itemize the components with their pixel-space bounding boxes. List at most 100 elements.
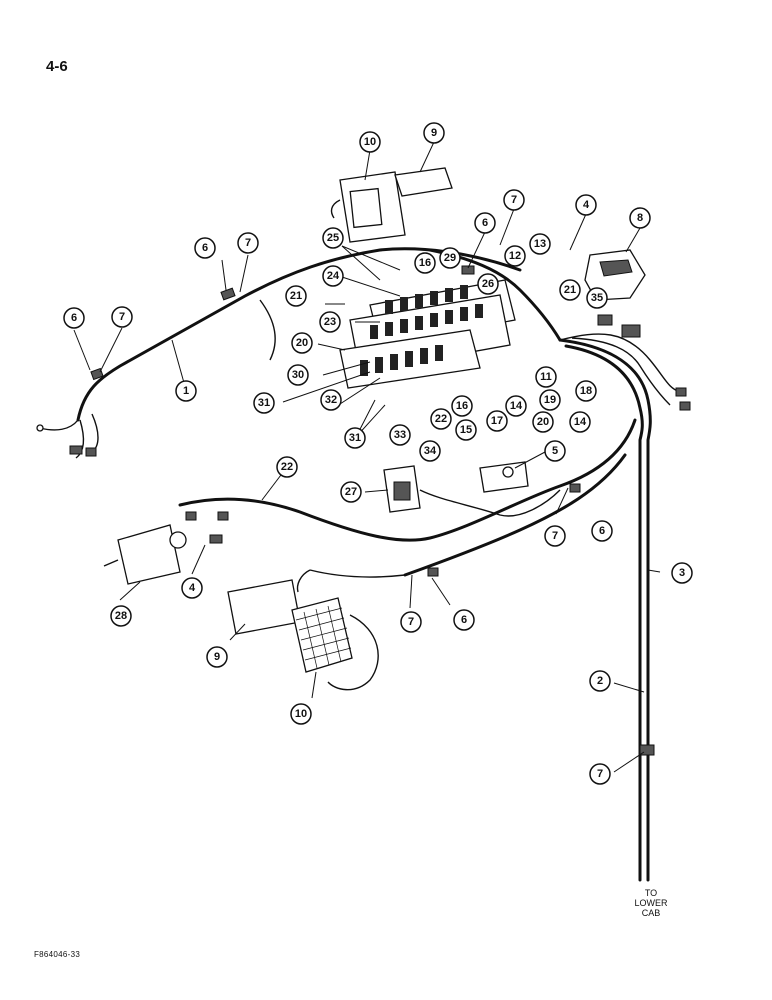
svg-text:10: 10 — [364, 136, 376, 148]
callout-7-mid: 7 — [544, 525, 566, 547]
callout-10-low: 10 — [290, 703, 312, 725]
svg-text:27: 27 — [345, 486, 357, 498]
callout-8: 8 — [629, 207, 651, 229]
harness-3 — [558, 338, 652, 882]
callout-23: 23 — [319, 311, 341, 333]
harness-22 — [178, 418, 637, 542]
lower-cab-line-2: LOWER — [634, 898, 668, 908]
callout-3: 3 — [671, 562, 693, 584]
callout-14-b: 14 — [569, 411, 591, 433]
svg-text:20: 20 — [296, 337, 308, 349]
svg-text:13: 13 — [534, 238, 546, 250]
callout-7-left: 7 — [237, 232, 259, 254]
svg-text:16: 16 — [419, 257, 431, 269]
callout-28: 28 — [110, 605, 132, 627]
harness-clips — [90, 265, 655, 756]
callout-4-top: 4 — [575, 194, 597, 216]
lower-cab-line-1: TO — [644, 888, 658, 898]
callout-26: 26 — [477, 273, 499, 295]
callout-31-a: 31 — [253, 392, 275, 414]
motor-8 — [584, 249, 646, 301]
callout-7-far: 7 — [111, 306, 133, 328]
callout-16-mid: 16 — [451, 395, 473, 417]
relay-bank — [339, 279, 516, 389]
harness-wires — [39, 247, 681, 882]
lamp-lens-top — [394, 167, 453, 197]
svg-text:19: 19 — [544, 394, 556, 406]
svg-text:7: 7 — [408, 616, 414, 628]
connector-4-low — [185, 511, 229, 544]
svg-text:32: 32 — [325, 394, 337, 406]
callout-25: 25 — [322, 227, 344, 249]
callout-7-top: 7 — [503, 189, 525, 211]
callout-5: 5 — [544, 440, 566, 462]
svg-text:21: 21 — [564, 284, 576, 296]
lamp-lens-low — [227, 579, 301, 635]
svg-text:4: 4 — [583, 199, 590, 211]
callout-6-mid: 6 — [591, 520, 613, 542]
callout-10-top: 10 — [359, 131, 381, 153]
svg-text:9: 9 — [431, 127, 437, 139]
switch-plate-27 — [383, 465, 421, 513]
callouts: 10 9 7 4 8 6 25 16 29 12 13 6 7 24 26 21… — [63, 122, 693, 785]
svg-text:2: 2 — [597, 675, 603, 687]
callout-16-top: 16 — [414, 252, 436, 274]
callout-6-low: 6 — [453, 609, 475, 631]
callout-1: 1 — [175, 380, 197, 402]
lower-cab-line-3: CAB — [641, 908, 661, 918]
harness-1 — [76, 247, 522, 422]
svg-text:20: 20 — [537, 416, 549, 428]
callout-31-b: 31 — [344, 427, 366, 449]
callout-7-bottom: 7 — [589, 763, 611, 785]
callout-18: 18 — [575, 380, 597, 402]
callout-6-far: 6 — [63, 307, 85, 329]
callout-34: 34 — [419, 440, 441, 462]
lower-cab-note: TO LOWER CAB — [626, 888, 676, 918]
svg-text:25: 25 — [327, 232, 339, 244]
work-light-top — [330, 171, 406, 243]
callout-9-top: 9 — [423, 122, 445, 144]
svg-text:22: 22 — [281, 461, 293, 473]
svg-text:16: 16 — [456, 400, 468, 412]
svg-text:18: 18 — [580, 385, 592, 397]
sensor-5 — [479, 461, 529, 493]
svg-text:30: 30 — [292, 369, 304, 381]
callout-22-low: 22 — [276, 456, 298, 478]
harness-2 — [564, 344, 644, 882]
callout-7-low: 7 — [400, 611, 422, 633]
callout-22-mid: 22 — [430, 408, 452, 430]
work-light-low — [291, 597, 353, 673]
page-number: 4-6 — [46, 58, 68, 75]
callout-20-left: 20 — [291, 332, 313, 354]
svg-text:4: 4 — [189, 582, 196, 594]
callout-27: 27 — [340, 481, 362, 503]
callout-29: 29 — [439, 247, 461, 269]
svg-text:6: 6 — [599, 525, 605, 537]
svg-text:23: 23 — [324, 316, 336, 328]
svg-text:6: 6 — [482, 217, 488, 229]
svg-text:7: 7 — [119, 311, 125, 323]
svg-text:3: 3 — [679, 567, 685, 579]
svg-text:22: 22 — [435, 413, 447, 425]
svg-text:5: 5 — [552, 445, 558, 457]
svg-text:17: 17 — [491, 415, 503, 427]
callout-20-right: 20 — [532, 411, 554, 433]
svg-text:11: 11 — [540, 371, 552, 383]
svg-text:31: 31 — [349, 432, 361, 444]
svg-text:9: 9 — [214, 651, 220, 663]
svg-text:12: 12 — [509, 250, 521, 262]
svg-text:6: 6 — [202, 242, 208, 254]
callout-17: 17 — [486, 410, 508, 432]
callout-4-low: 4 — [181, 577, 203, 599]
svg-text:6: 6 — [461, 614, 467, 626]
svg-text:8: 8 — [637, 212, 643, 224]
control-unit-28 — [103, 524, 187, 585]
svg-text:35: 35 — [591, 292, 603, 304]
callout-32: 32 — [320, 389, 342, 411]
callout-13: 13 — [529, 233, 551, 255]
callout-12: 12 — [504, 245, 526, 267]
figure-code: F864046-33 — [34, 950, 81, 959]
svg-text:14: 14 — [510, 400, 523, 412]
callout-21-right: 21 — [559, 279, 581, 301]
